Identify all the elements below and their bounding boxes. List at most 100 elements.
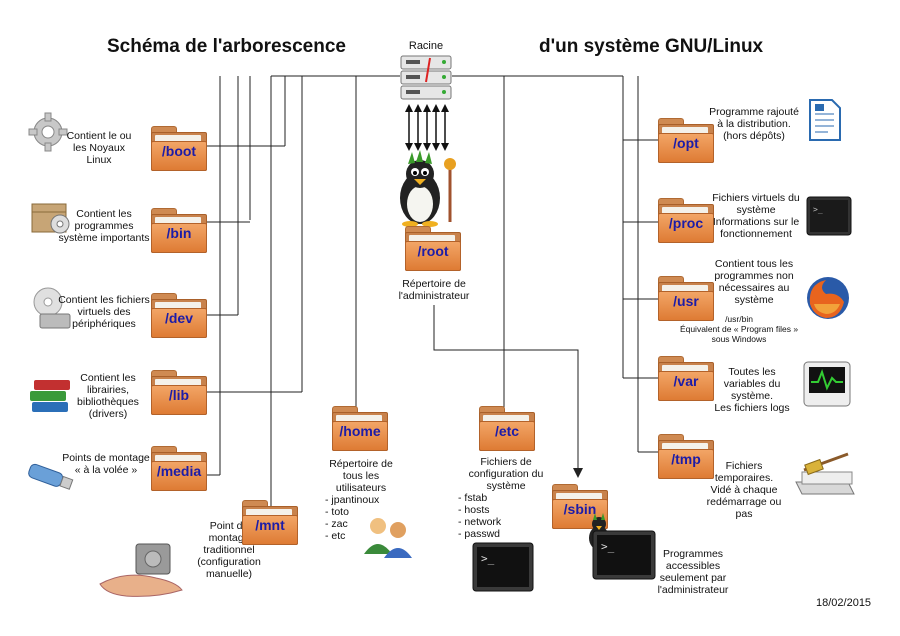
- tmp-desc-line: temporaires.: [714, 472, 774, 484]
- dev-desc-line: périphériques: [72, 318, 136, 330]
- folder-root-label: /root: [417, 243, 449, 259]
- folder-etc-label: /etc: [494, 423, 520, 439]
- dev-desc-line: Contient les fichiers: [58, 294, 150, 306]
- usr-note-line: sous Windows: [711, 334, 767, 344]
- folder-home-label: /home: [339, 423, 381, 439]
- mnt-desc-line: manuelle): [205, 568, 253, 580]
- root-server-label: Racine: [408, 40, 444, 52]
- svg-text:>_: >_: [481, 552, 495, 565]
- proc-desc-line: Informations sur le: [712, 216, 800, 228]
- boot-description: Contient le ou les Noyaux Linux: [58, 130, 140, 166]
- folder-lib-label: /lib: [168, 387, 190, 403]
- terminal-icon: >_: [592, 530, 656, 580]
- folder-lib[interactable]: /lib: [151, 370, 207, 415]
- folder-usr[interactable]: /usr: [658, 276, 714, 321]
- media-description: Points de montage « à la volée »: [60, 452, 152, 476]
- tmp-desc-line: redémarrage ou: [706, 496, 782, 508]
- sbin-description: Programmes accessibles seulement par l'a…: [648, 548, 738, 596]
- lib-desc-line: (drivers): [88, 408, 128, 420]
- dev-desc-line: virtuels des: [77, 306, 131, 318]
- etc-desc-line: Fichiers de: [480, 456, 532, 468]
- usr-desc-line: Contient tous les: [714, 258, 794, 270]
- terminal-icon: >_: [806, 196, 852, 236]
- home-desc-line: utilisateurs: [335, 482, 387, 494]
- home-desc-line: - etc: [325, 530, 346, 542]
- folder-tmp[interactable]: /tmp: [658, 434, 714, 479]
- boot-desc-line: Linux: [86, 154, 112, 166]
- home-desc-line: Répertoire de: [329, 458, 393, 470]
- folder-sbin[interactable]: /sbin: [552, 484, 608, 529]
- home-desc-line: - toto: [325, 506, 349, 518]
- usr-description: Contient tous les programmes non nécessa…: [702, 258, 806, 306]
- opt-desc-line: Programme rajouté: [709, 106, 799, 118]
- etc-desc-line: configuration du: [468, 468, 544, 480]
- lib-description: Contient les librairies, bibliothèques (…: [70, 372, 146, 420]
- home-desc-line: - jpantinoux: [325, 494, 380, 506]
- folder-media[interactable]: /media: [151, 446, 207, 491]
- etc-desc-line: - hosts: [458, 504, 490, 516]
- opt-desc-line: (hors dépôts): [723, 130, 785, 142]
- media-desc-line: « à la volée »: [74, 464, 138, 476]
- folder-proc[interactable]: /proc: [658, 198, 714, 243]
- mnt-desc-line: Point de: [209, 520, 249, 532]
- var-desc-line: système.: [730, 390, 773, 402]
- tmp-desc-line: Fichiers: [725, 460, 763, 472]
- home-desc-line: tous les: [342, 470, 380, 482]
- diagram-date: 18/02/2015: [816, 597, 872, 609]
- usb-drive-icon: [28, 463, 74, 490]
- bin-desc-line: Contient les: [76, 208, 132, 220]
- mnt-description: Point de montage traditionnel (configura…: [184, 520, 274, 580]
- mnt-desc-line: traditionnel: [203, 544, 255, 556]
- diagram-title-left: Schéma de l'arborescence: [107, 36, 346, 57]
- lib-desc-line: bibliothèques: [77, 396, 139, 408]
- drive-broom-icon: [795, 452, 855, 495]
- folder-var[interactable]: /var: [658, 356, 714, 401]
- root-desc-line: l'administrateur: [398, 290, 470, 302]
- svg-text:>_: >_: [813, 205, 823, 214]
- etc-desc-line: - passwd: [458, 528, 501, 540]
- folder-home[interactable]: /home: [332, 406, 388, 451]
- folder-sbin-label: /sbin: [563, 501, 597, 517]
- system-monitor-icon: [803, 361, 851, 407]
- folder-mnt[interactable]: /mnt: [242, 500, 298, 545]
- usr-desc-line: programmes non: [714, 270, 794, 282]
- tmp-desc-line: Vidé à chaque: [710, 484, 778, 496]
- boot-desc-line: les Noyaux: [73, 142, 125, 154]
- folder-opt-label: /opt: [673, 135, 699, 151]
- gear-icon: [28, 112, 68, 152]
- root-description: Répertoire de l'administrateur: [380, 278, 488, 302]
- proc-description: Fichiers virtuels du système Information…: [708, 192, 804, 240]
- folder-boot[interactable]: /boot: [151, 126, 207, 171]
- folder-opt[interactable]: /opt: [658, 118, 714, 163]
- lib-desc-line: librairies,: [86, 384, 129, 396]
- folder-root[interactable]: /root: [405, 226, 461, 271]
- folder-usr-label: /usr: [673, 293, 699, 309]
- opt-description: Programme rajouté à la distribution. (ho…: [702, 106, 806, 142]
- sbin-desc-line: accessibles: [665, 560, 721, 572]
- users-icon: [364, 518, 412, 558]
- usr-note: /usr/bin Équivalent de « Program files »…: [672, 314, 806, 344]
- proc-desc-line: fonctionnement: [720, 228, 792, 240]
- folder-etc[interactable]: /etc: [479, 406, 535, 451]
- sbin-desc-line: seulement par: [659, 572, 727, 584]
- bin-desc-line: système importants: [58, 232, 150, 244]
- opt-desc-line: à la distribution.: [717, 118, 791, 130]
- sbin-desc-line: l'administrateur: [657, 584, 729, 596]
- terminal-icon: >_: [472, 542, 534, 592]
- folder-boot-label: /boot: [161, 143, 197, 159]
- folder-dev[interactable]: /dev: [151, 293, 207, 338]
- folder-bin[interactable]: /bin: [151, 208, 207, 253]
- home-desc-line: - zac: [325, 518, 348, 530]
- bin-description: Contient les programmes système importan…: [56, 208, 152, 244]
- lib-desc-line: Contient les: [80, 372, 136, 384]
- boot-desc-line: Contient le ou: [66, 130, 132, 142]
- root-desc-line: Répertoire de: [402, 278, 466, 290]
- var-desc-line: Les fichiers logs: [714, 402, 790, 414]
- var-description: Toutes les variables du système. Les fic…: [704, 366, 800, 414]
- folder-media-label: /media: [156, 463, 202, 479]
- etc-desc-line: système: [486, 480, 526, 492]
- folder-tmp-label: /tmp: [671, 451, 701, 467]
- books-icon: [30, 380, 70, 412]
- mnt-desc-line: (configuration: [197, 556, 261, 568]
